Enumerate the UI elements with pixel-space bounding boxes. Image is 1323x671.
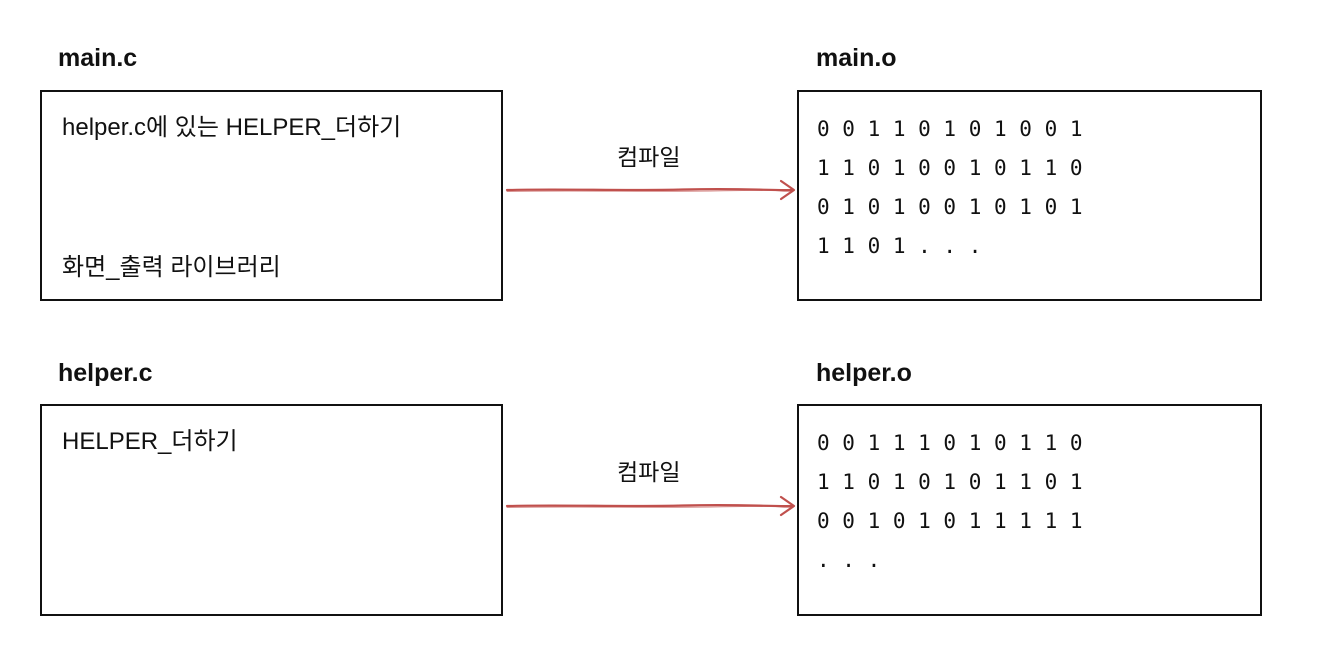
compile-label-helper: 컴파일: [617, 460, 681, 486]
object-file-title-helper-o: helper.o: [816, 359, 912, 387]
bit-row: 0 0 1 1 0 1 0 1 0 0 1: [817, 117, 1083, 141]
bit-row: 0 0 1 0 1 0 1 1 1 1 1: [817, 509, 1083, 533]
object-file-box-main-o: 0 0 1 1 0 1 0 1 0 0 1 1 1 0 1 0 0 1 0 1 …: [797, 90, 1262, 301]
source-file-box-helper-c: HELPER_더하기: [40, 404, 503, 616]
source-line-helper-add: HELPER_더하기: [62, 428, 238, 455]
binary-content-helper-o: 0 0 1 1 1 0 1 0 1 1 0 1 1 0 1 0 1 0 1 1 …: [817, 424, 1083, 580]
source-file-title-main-c: main.c: [58, 44, 138, 72]
bit-row: 1 1 0 1 . . .: [817, 234, 982, 258]
object-file-box-helper-o: 0 0 1 1 1 0 1 0 1 1 0 1 1 0 1 0 1 0 1 1 …: [797, 404, 1262, 616]
source-file-title-helper-c: helper.c: [58, 359, 153, 387]
object-file-title-main-o: main.o: [816, 44, 897, 72]
bit-row: 1 1 0 1 0 1 0 1 1 0 1: [817, 470, 1083, 494]
bit-row: 0 1 0 1 0 0 1 0 1 0 1: [817, 195, 1083, 219]
source-line-helper-call: helper.c에 있는 HELPER_더하기: [62, 114, 402, 141]
source-file-box-main-c: helper.c에 있는 HELPER_더하기 화면_출력 라이브러리: [40, 90, 503, 301]
compile-arrow-main: [505, 179, 796, 201]
compile-label-main: 컴파일: [617, 145, 681, 171]
bit-row: 0 0 1 1 1 0 1 0 1 1 0: [817, 431, 1083, 455]
bit-row: 1 1 0 1 0 0 1 0 1 1 0: [817, 156, 1083, 180]
compile-arrow-helper: [505, 495, 796, 517]
bit-row: . . .: [817, 548, 881, 572]
source-line-screen-output-library: 화면_출력 라이브러리: [62, 254, 281, 281]
binary-content-main-o: 0 0 1 1 0 1 0 1 0 0 1 1 1 0 1 0 0 1 0 1 …: [817, 110, 1083, 266]
